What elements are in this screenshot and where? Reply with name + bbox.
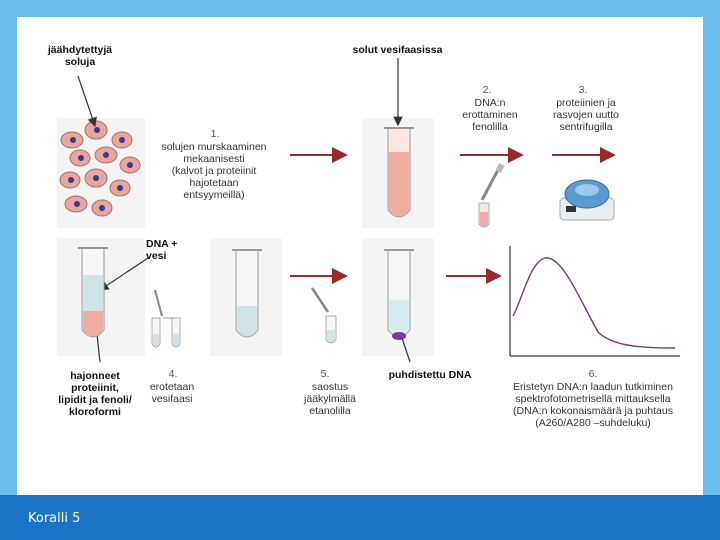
step4-number: 4. [168,368,178,380]
test-tube-icon [384,127,414,218]
footer-bar: Koralli 5 [0,495,720,540]
purified-dna-label: puhdistettu DNA [388,369,472,381]
step1-number: 1. [210,128,220,140]
degraded-label: hajonneet proteiinit, lipidit ja fenoli/… [58,370,132,418]
step6-number: 6. [588,368,598,380]
step1-text: solujen murskaaminen mekaanisesti (kalvo… [161,141,267,201]
step5-number: 5. [320,368,330,380]
step2-text: DNA:n erottaminen fenolilla [462,97,518,133]
pipette-icon [478,163,505,228]
aqueous-label: solut vesifaasissa [352,44,443,56]
cells-pointer [77,75,97,128]
step2-number: 2. [482,84,492,96]
purified-pointer [401,337,411,363]
dna-pellet [392,332,406,340]
pipette-icon [151,289,181,348]
pipette-icon [310,287,337,344]
degraded-tube [78,247,108,338]
dna-tube [384,249,414,340]
dna-water-pointer [99,257,149,291]
dna-water-label: DNA + vesi [146,238,178,262]
absorbance-plot [509,246,680,357]
cell-icon [59,120,141,217]
step4-text: erotetaan vesifaasi [149,381,195,405]
cells-label: jäähdytettyjä soluja [47,44,113,68]
step5-text: saostus jääkylmällä etanolilla [304,381,356,417]
footer-title: Koralli 5 [28,511,81,526]
centrifuge-icon [559,179,615,221]
step3-text: proteiinien ja rasvojen uutto sentrifugi… [553,97,619,133]
step6-text: Eristetyn DNA:n laadun tutkiminen spektr… [513,381,673,429]
absorbance-curve [512,257,676,349]
step3-number: 3. [578,84,588,96]
aqueous-separated-tube [232,249,262,338]
